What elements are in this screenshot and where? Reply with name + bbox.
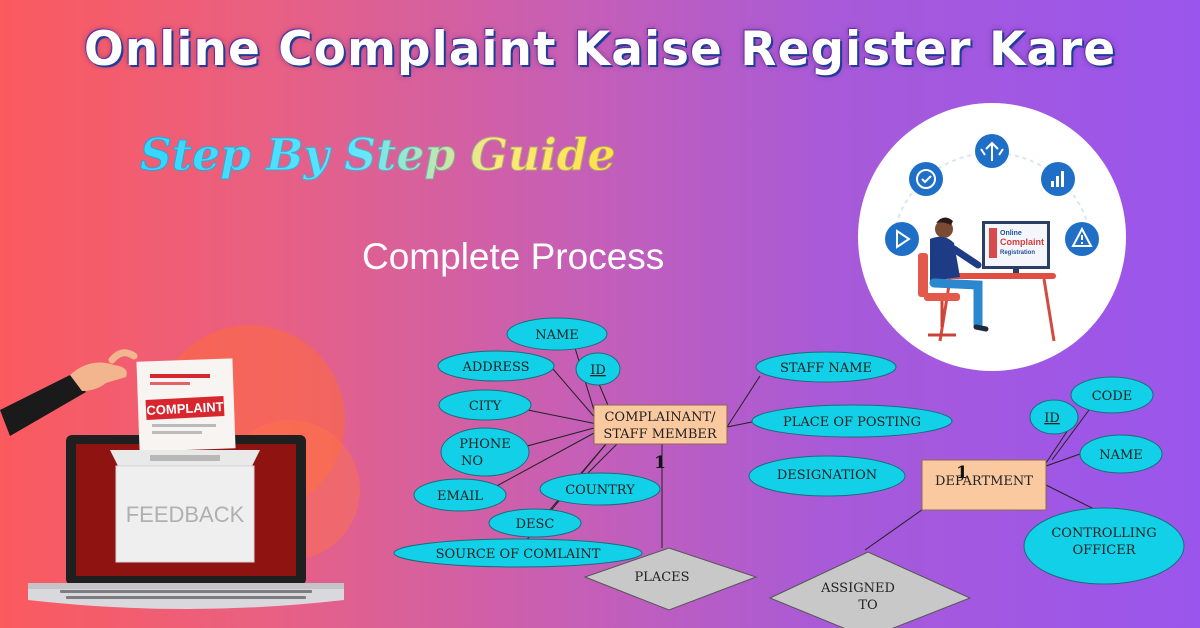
svg-text:ASSIGNED: ASSIGNED (820, 581, 895, 596)
attr-dept-name: NAME (1079, 434, 1163, 474)
attr-designation: DESIGNATION (748, 455, 906, 497)
complaint-paper: COMPLAINT (136, 358, 236, 452)
svg-text:OFFICER: OFFICER (1072, 543, 1136, 558)
attr-city: CITY (438, 389, 532, 421)
svg-text:PLACE OF POSTING: PLACE OF POSTING (783, 415, 921, 430)
tagline: Complete Process (362, 236, 665, 277)
screen-text-1: Online (1000, 230, 1022, 237)
svg-text:EMAIL: EMAIL (437, 489, 483, 504)
svg-text:ADDRESS: ADDRESS (461, 360, 529, 375)
svg-text:DESIGNATION: DESIGNATION (777, 468, 877, 483)
relationship-assigned-to: ASSIGNED TO (768, 551, 972, 628)
feedback-box: FEEDBACK (110, 450, 260, 563)
warning-icon (1065, 222, 1099, 256)
svg-text:SOURCE OF COMLAINT: SOURCE OF COMLAINT (436, 547, 601, 562)
entity-department: DEPARTMENT (921, 459, 1047, 511)
svg-text:NO: NO (461, 454, 483, 469)
entity-complainant: COMPLAINANT/ STAFF MEMBER (593, 404, 728, 445)
desk (938, 273, 1056, 279)
svg-text:CONTROLLING: CONTROLLING (1051, 526, 1156, 541)
illustration-circle: Online Complaint Registration (858, 103, 1126, 371)
attr-email: EMAIL (413, 478, 507, 512)
svg-text:PLACES: PLACES (634, 570, 689, 585)
svg-text:STAFF MEMBER: STAFF MEMBER (603, 427, 718, 442)
chair (918, 253, 960, 337)
hand (0, 349, 138, 436)
chart-icon (1041, 162, 1075, 196)
attr-staff-name: STAFF NAME (755, 351, 897, 383)
svg-text:TO: TO (858, 598, 877, 613)
illustration-svg: Online Complaint Registration (885, 134, 1099, 342)
attr-source-of-complaint: SOURCE OF COMLAINT (393, 538, 643, 568)
complaint-stamp: COMPLAINT (146, 399, 224, 418)
svg-text:CITY: CITY (469, 399, 502, 414)
attr-phone: PHONE NO (440, 427, 530, 477)
svg-text:NAME: NAME (535, 328, 579, 343)
cardinality-1a: 1 (654, 453, 666, 473)
cardinality-1b: 1 (956, 463, 968, 483)
laptop-ballot-graphic: COMPLAINT FEEDBACK (0, 325, 360, 609)
play-icon (885, 222, 919, 256)
svg-text:PHONE: PHONE (459, 437, 511, 452)
screen-text-3: Registration (1000, 250, 1035, 256)
subtitle: Step By Step Guide (139, 130, 616, 182)
attr-id: ID (575, 352, 621, 386)
monitor: Online Complaint Registration (982, 221, 1050, 275)
relationship-places: PLACES (583, 547, 758, 611)
attr-country: COUNTRY (539, 472, 661, 506)
check-icon (909, 162, 943, 196)
svg-text:ID: ID (590, 363, 606, 378)
svg-text:NAME: NAME (1099, 448, 1143, 463)
attr-place-of-posting: PLACE OF POSTING (751, 404, 953, 438)
svg-text:DESC: DESC (516, 517, 555, 532)
svg-text:COUNTRY: COUNTRY (565, 483, 635, 498)
svg-text:COMPLAINANT/: COMPLAINANT/ (604, 410, 716, 425)
attr-name: NAME (506, 317, 608, 351)
attr-controlling-officer: CONTROLLING OFFICER (1023, 507, 1185, 585)
attr-address: ADDRESS (437, 350, 555, 382)
feedback-label: FEEDBACK (126, 502, 245, 527)
arrows-icon (975, 134, 1009, 168)
person (929, 217, 989, 332)
screen-text-2: Complaint (1000, 237, 1044, 247)
svg-text:STAFF NAME: STAFF NAME (780, 361, 872, 376)
page-title: Online Complaint Kaise Register Kare (83, 22, 1117, 77)
attr-dept-id: ID (1029, 399, 1079, 435)
svg-text:DEPARTMENT: DEPARTMENT (935, 474, 1033, 489)
attr-code: CODE (1070, 376, 1154, 414)
attr-desc: DESC (488, 508, 582, 538)
svg-text:ID: ID (1044, 411, 1060, 426)
svg-text:CODE: CODE (1092, 389, 1133, 404)
